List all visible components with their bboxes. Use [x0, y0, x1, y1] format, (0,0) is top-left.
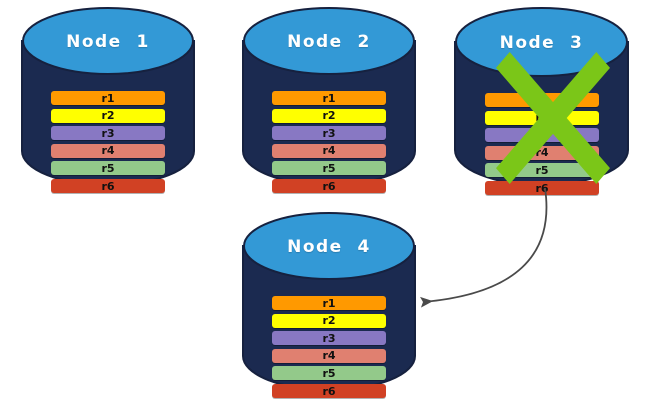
cylinder-top-ellipse	[243, 7, 415, 75]
data-row-r6[interactable]: r6	[485, 181, 599, 195]
data-row-r5[interactable]: r5	[272, 161, 386, 176]
cylinder-top-ellipse	[455, 7, 628, 77]
data-row-r6[interactable]: r6	[272, 384, 386, 398]
data-row-r5[interactable]: r5	[485, 163, 599, 178]
data-row-r5[interactable]: r5	[51, 161, 165, 176]
arrow-path	[420, 187, 548, 308]
data-row-r2[interactable]: r2	[51, 108, 165, 123]
data-row-r3[interactable]: r3	[485, 128, 599, 143]
data-row-r3[interactable]: r3	[272, 331, 386, 346]
data-row-r6[interactable]: r6	[272, 179, 386, 193]
data-row-r4[interactable]: r4	[272, 348, 386, 363]
data-row-r1[interactable]: r1	[272, 91, 386, 105]
data-row-r2[interactable]: r2	[272, 313, 386, 328]
data-row-r4[interactable]: r4	[485, 145, 599, 160]
data-row-r6[interactable]: r6	[51, 179, 165, 193]
data-row-r4[interactable]: r4	[272, 143, 386, 158]
data-row-r1[interactable]: r1	[485, 93, 599, 107]
data-row-r2[interactable]: r2	[485, 110, 599, 125]
cylinder-top-ellipse	[243, 212, 415, 280]
data-row-r1[interactable]: r1	[272, 296, 386, 310]
data-row-r3[interactable]: r3	[51, 126, 165, 141]
data-row-r1[interactable]: r1	[51, 91, 165, 105]
data-row-r4[interactable]: r4	[51, 143, 165, 158]
data-row-r2[interactable]: r2	[272, 108, 386, 123]
data-row-r3[interactable]: r3	[272, 126, 386, 141]
data-row-r5[interactable]: r5	[272, 366, 386, 381]
cylinder-top-ellipse	[22, 7, 194, 75]
